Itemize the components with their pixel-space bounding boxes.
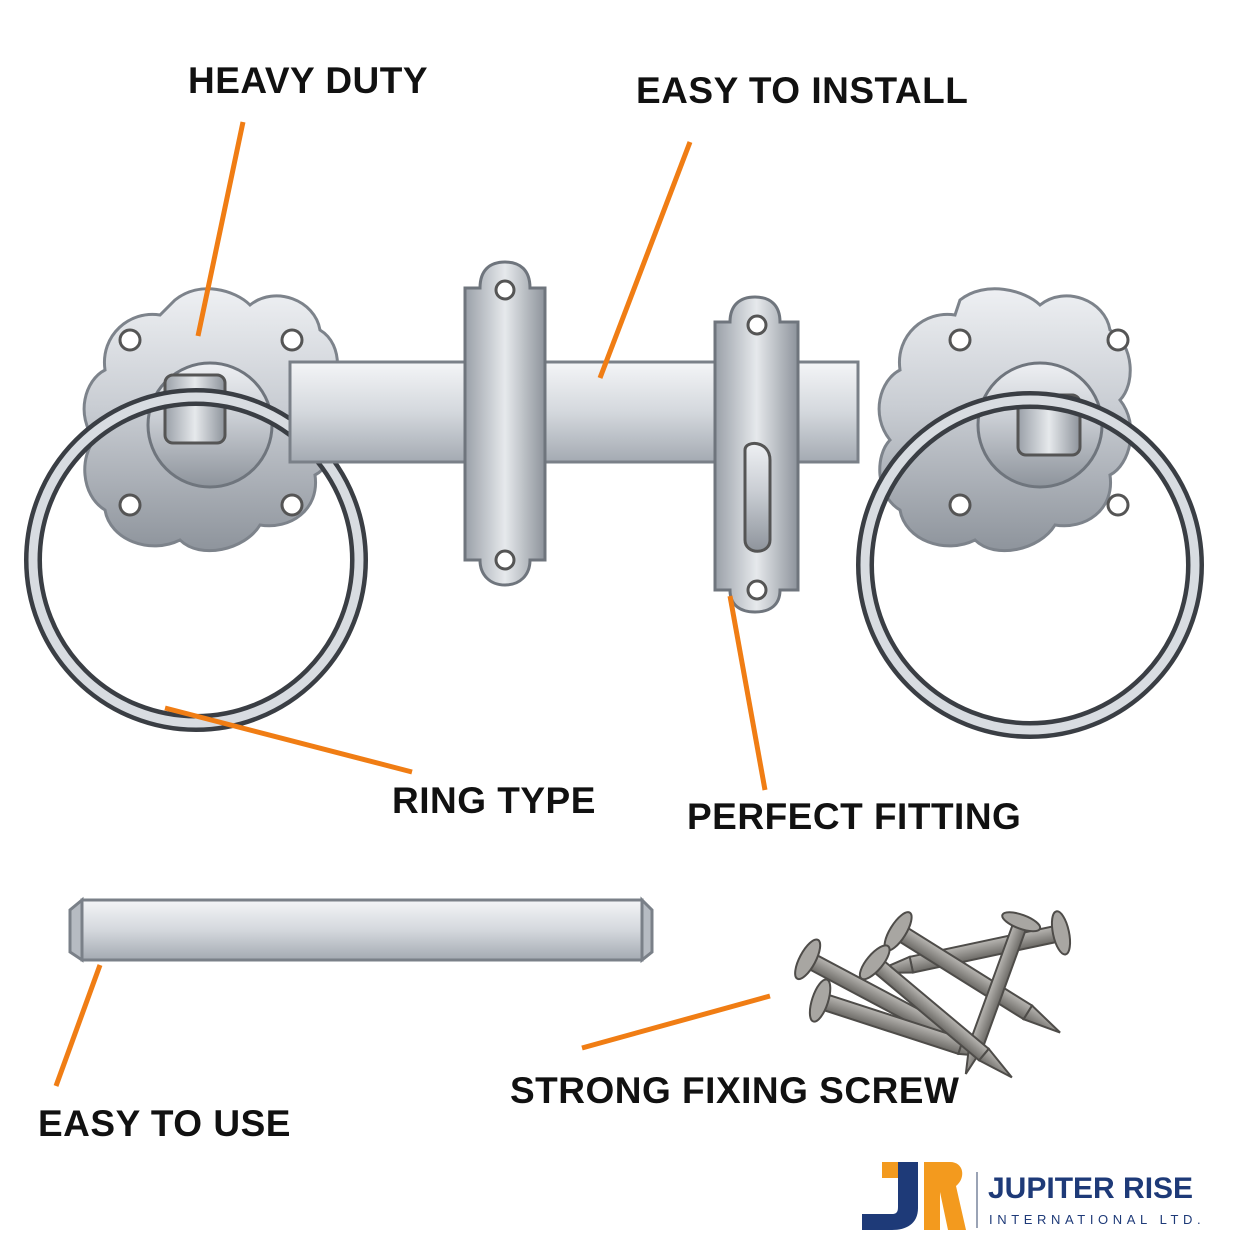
leader-heavy-duty (195, 121, 246, 337)
bar-bracket (463, 260, 547, 587)
callout-strong-fixing-screw: STRONG FIXING SCREW (510, 1070, 960, 1111)
callout-heavy-duty: HEAVY DUTY (188, 60, 429, 101)
fixing-screws (794, 910, 1072, 1079)
callout-easy-to-use: EASY TO USE (38, 1103, 291, 1144)
brand-name: JUPITER RISE (988, 1172, 1194, 1205)
keeper-plate (713, 295, 800, 614)
leader-easy-to-install (597, 141, 693, 379)
jr-monogram-icon (862, 1162, 966, 1230)
callout-perfect-fitting: PERFECT FITTING (687, 796, 1022, 837)
leader-perfect-fitting (727, 595, 768, 791)
leader-easy-to-use (53, 964, 103, 1087)
callout-ring-type: RING TYPE (392, 780, 596, 821)
leader-ring-type (164, 705, 413, 775)
callout-easy-to-install: EASY TO INSTALL (636, 70, 969, 111)
brand-divider (976, 1172, 978, 1228)
square-spindle (68, 896, 654, 964)
brand-subtitle: INTERNATIONAL LTD. (989, 1212, 1206, 1227)
brand-logo: JUPITER RISE INTERNATIONAL LTD. (858, 1158, 1238, 1232)
leader-strong-fixing-screw (581, 993, 771, 1051)
callout-leader-lines (53, 121, 771, 1087)
